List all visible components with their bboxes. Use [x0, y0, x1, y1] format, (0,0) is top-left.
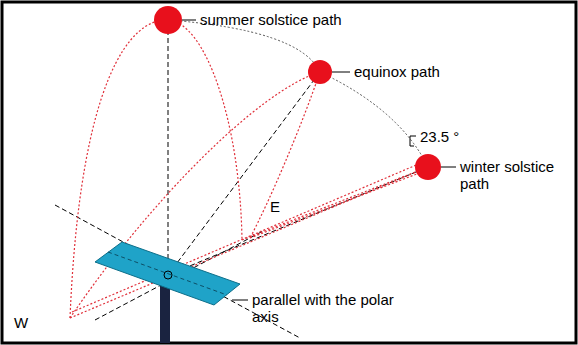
tracker-post — [160, 285, 170, 343]
angle-label: 23.5 ° — [420, 128, 490, 145]
axis-note: parallel with the polar axis — [252, 291, 402, 325]
direction-label: E — [270, 198, 290, 215]
sun-path-label: winter solstice path — [460, 158, 572, 192]
sun-path-label: equinox path — [354, 63, 484, 80]
summer-sun — [154, 6, 182, 34]
panel-axis — [108, 252, 227, 295]
solar-panel — [95, 242, 240, 305]
equinox-sun — [308, 60, 332, 84]
winter-sun — [415, 154, 441, 180]
sun-path-label: summer solstice path — [200, 11, 390, 28]
meridian-arc — [168, 20, 428, 167]
pivot — [164, 271, 172, 279]
leader-lines — [182, 20, 456, 300]
direction-label: W — [14, 314, 38, 331]
